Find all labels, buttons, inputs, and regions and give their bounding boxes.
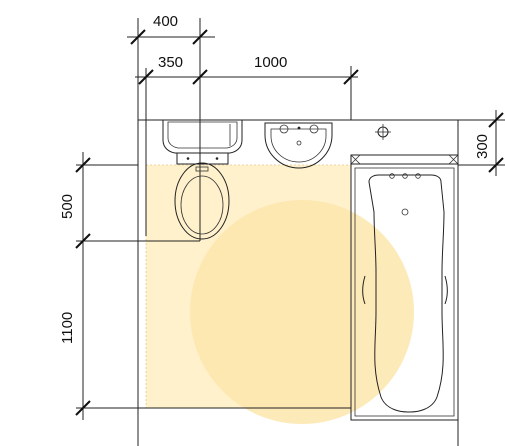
toilet-icon <box>162 119 243 240</box>
dim-label-350: 350 <box>158 54 183 71</box>
turning-circle <box>190 200 414 424</box>
dimension-lines <box>75 18 505 420</box>
shelf-icon <box>350 124 459 165</box>
dim-label-1000: 1000 <box>254 54 287 71</box>
dim-label-300: 300 <box>474 134 491 159</box>
dim-label-500: 500 <box>59 194 76 219</box>
dim-label-400: 400 <box>153 13 178 30</box>
bathtub-icon <box>350 163 459 421</box>
basin-icon <box>264 122 333 169</box>
dim-label-1100: 1100 <box>59 312 76 344</box>
